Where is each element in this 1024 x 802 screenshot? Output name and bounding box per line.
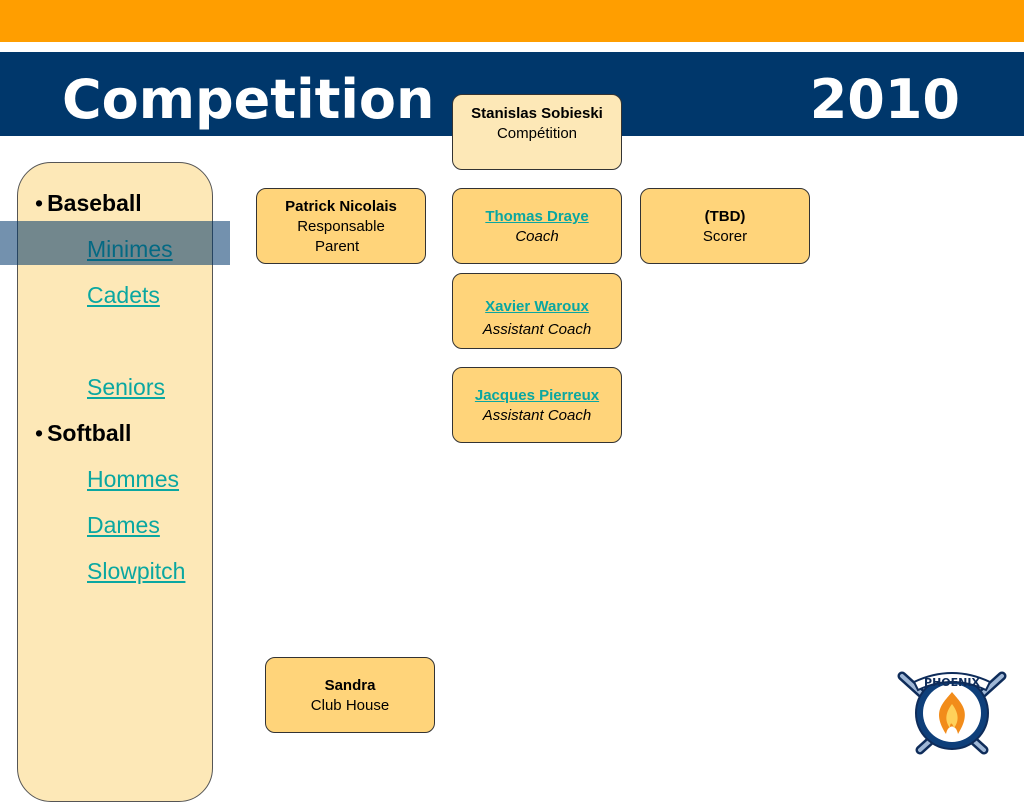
org-box-parent: Patrick Nicolais Responsable Parent — [256, 188, 426, 264]
assistant-coach-2-name-link[interactable]: Jacques Pierreux — [474, 387, 600, 404]
sidebar-link-slowpitch[interactable]: Slowpitch — [87, 558, 186, 584]
org-box-scorer: (TBD) Scorer — [640, 188, 810, 264]
sidebar-category-baseball: •Baseball — [35, 180, 185, 226]
sidebar-panel — [17, 162, 213, 802]
org-role: Scorer — [702, 228, 748, 245]
category-label: Baseball — [47, 190, 142, 216]
org-role: Assistant Coach — [482, 407, 592, 424]
coach-name-link[interactable]: Thomas Draye — [485, 208, 589, 225]
org-box-assistant-2: Jacques Pierreux Assistant Coach — [452, 367, 622, 443]
bullet-icon: • — [35, 420, 44, 446]
category-label: Softball — [47, 420, 132, 446]
sidebar-selection-highlight — [0, 221, 230, 265]
page-year: 2010 — [809, 68, 960, 131]
bullet-icon: • — [35, 190, 44, 216]
org-name: (TBD) — [704, 208, 746, 225]
org-box-assistant-1: Xavier Waroux Assistant Coach — [452, 273, 622, 349]
sidebar-link-cadets[interactable]: Cadets — [87, 282, 160, 308]
org-role: Responsable — [297, 218, 385, 235]
org-role: Coach — [515, 228, 559, 245]
sidebar-link-hommes[interactable]: Hommes — [87, 466, 180, 492]
top-orange-bar — [0, 0, 1024, 42]
org-name: Stanislas Sobieski — [471, 105, 603, 122]
org-box-coach: Thomas Draye Coach — [452, 188, 622, 264]
org-role-line2: Parent — [315, 238, 360, 255]
phoenix-logo-icon: PHOENIX — [897, 671, 1007, 755]
org-name: Sandra — [324, 677, 376, 694]
logo-text: PHOENIX — [924, 676, 980, 689]
org-role: Compétition — [496, 125, 578, 142]
sidebar-link-dames[interactable]: Dames — [87, 512, 160, 538]
sidebar-spacer — [35, 318, 185, 364]
org-name: Patrick Nicolais — [285, 198, 397, 215]
sidebar-link-seniors[interactable]: Seniors — [87, 374, 165, 400]
org-role: Assistant Coach — [482, 321, 592, 338]
page-title: Competition — [62, 68, 435, 131]
org-box-head: Stanislas Sobieski Compétition — [452, 94, 622, 170]
sidebar-category-softball: •Softball — [35, 410, 185, 456]
org-box-clubhouse: Sandra Club House — [265, 657, 435, 733]
assistant-coach-1-name-link[interactable]: Xavier Waroux — [485, 298, 589, 315]
org-role: Club House — [310, 697, 390, 714]
